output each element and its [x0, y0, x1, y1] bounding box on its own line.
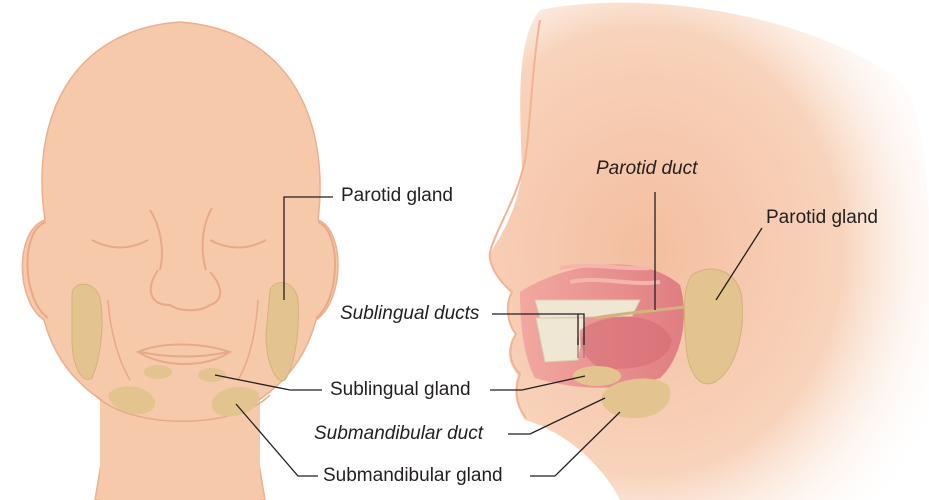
front-left-submandibular-gland — [108, 386, 156, 415]
lower-teeth — [535, 317, 586, 363]
leader-sublingual-gland-side — [490, 375, 586, 391]
label-submandibular-duct: Submandibular duct — [314, 423, 483, 444]
front-right-submandibular-gland — [211, 386, 259, 417]
front-right-eye — [209, 239, 267, 249]
side-face-profile — [488, 19, 541, 419]
label-submandibular-gland: Submandibular gland — [323, 465, 503, 486]
leader-front-parotid — [283, 196, 333, 300]
front-right-parotid-gland — [265, 282, 299, 382]
tongue — [579, 316, 672, 369]
front-left-ear — [26, 221, 49, 319]
leader-submandibular-gland-side — [530, 411, 621, 477]
leader-submandibular-gland-front — [235, 403, 318, 477]
side-parotid-gland — [683, 268, 744, 385]
front-right-cheek-line — [237, 299, 259, 381]
front-neck — [100, 400, 260, 500]
palate-ridges — [559, 263, 661, 285]
leader-sublingual-ducts — [492, 313, 585, 345]
label-parotid-duct: Parotid duct — [596, 158, 698, 179]
front-left-brow — [149, 209, 163, 271]
front-left-parotid-gland — [71, 283, 103, 380]
front-mouth — [135, 343, 233, 365]
front-left-cheek-line — [107, 299, 131, 381]
label-sublingual-ducts: Sublingual ducts — [340, 303, 480, 324]
side-head-glow — [490, 2, 929, 500]
label-front-parotid-gland: Parotid gland — [341, 185, 453, 206]
leader-lines — [214, 192, 763, 477]
front-right-brow — [201, 207, 213, 271]
label-side-parotid-gland: Parotid gland — [766, 207, 878, 228]
label-sublingual-gland: Sublingual gland — [330, 379, 471, 400]
front-right-ear — [315, 221, 336, 319]
leader-side-parotid — [715, 227, 763, 301]
side-sublingual-gland — [573, 366, 621, 386]
side-submandibular-gland — [601, 378, 671, 419]
front-left-sublingual-gland — [144, 365, 172, 379]
front-nose — [149, 269, 222, 312]
side-head-view — [488, 2, 929, 500]
front-left-eye — [91, 239, 149, 249]
leader-submandibular-duct — [508, 397, 606, 435]
front-right-sublingual-gland — [198, 368, 226, 382]
leader-sublingual-gland-front — [214, 374, 322, 391]
front-head-view — [21, 21, 339, 500]
